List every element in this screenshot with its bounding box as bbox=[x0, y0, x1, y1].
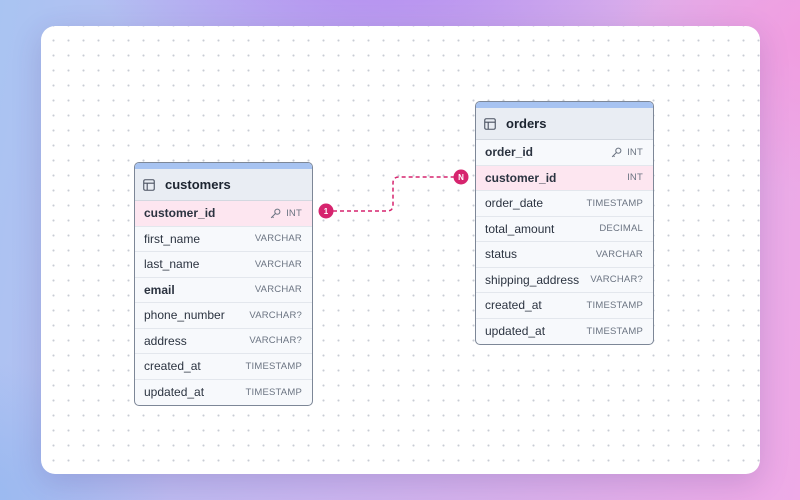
column-row-phone-number[interactable]: phone_number VARCHAR? bbox=[135, 303, 312, 329]
column-name: phone_number bbox=[144, 308, 225, 323]
column-type: VARCHAR? bbox=[590, 274, 643, 285]
table-header[interactable]: customers bbox=[135, 169, 312, 201]
column-type-label: INT bbox=[627, 146, 643, 158]
primary-key-icon bbox=[270, 208, 281, 219]
column-type-label: VARCHAR bbox=[254, 233, 302, 245]
relationship-line[interactable] bbox=[326, 176, 461, 212]
column-name: customer_id bbox=[144, 206, 216, 221]
column-type: TIMESTAMP bbox=[245, 387, 302, 398]
table-header-bar bbox=[476, 102, 653, 108]
column-type: VARCHAR? bbox=[249, 310, 302, 321]
column-type: TIMESTAMP bbox=[586, 198, 643, 209]
primary-key-icon bbox=[611, 147, 622, 158]
column-row-customer-id[interactable]: customer_id INT bbox=[135, 201, 312, 227]
column-row-shipping-address[interactable]: shipping_address VARCHAR? bbox=[476, 268, 653, 293]
column-row-first-name[interactable]: first_name VARCHAR bbox=[135, 227, 312, 252]
column-row-address[interactable]: address VARCHAR? bbox=[135, 329, 312, 354]
column-type-label: TIMESTAMP bbox=[586, 299, 643, 311]
column-name: customer_id bbox=[485, 170, 557, 185]
column-type-label: TIMESTAMP bbox=[586, 325, 643, 337]
column-type: DECIMAL bbox=[599, 223, 643, 234]
column-row-updated-at[interactable]: updated_at TIMESTAMP bbox=[476, 319, 653, 345]
table-title: customers bbox=[165, 177, 231, 192]
column-type: INT bbox=[270, 208, 302, 219]
column-type-label: VARCHAR bbox=[595, 248, 643, 260]
table-icon bbox=[143, 178, 155, 191]
column-name: updated_at bbox=[144, 385, 205, 400]
column-type-label: TIMESTAMP bbox=[586, 197, 643, 209]
column-name: shipping_address bbox=[485, 272, 580, 287]
column-type: INT bbox=[627, 172, 643, 183]
column-type: VARCHAR? bbox=[249, 335, 302, 346]
column-row-last-name[interactable]: last_name VARCHAR bbox=[135, 252, 312, 278]
table-title: orders bbox=[506, 116, 547, 131]
column-row-order-date[interactable]: order_date TIMESTAMP bbox=[476, 191, 653, 217]
column-type-label: VARCHAR? bbox=[590, 274, 643, 286]
column-name: created_at bbox=[144, 359, 201, 374]
column-type: TIMESTAMP bbox=[586, 326, 643, 337]
column-name: first_name bbox=[144, 231, 201, 246]
column-row-customer-id[interactable]: customer_id INT bbox=[476, 165, 653, 191]
column-type-label: VARCHAR bbox=[254, 284, 302, 296]
column-type-label: VARCHAR bbox=[254, 258, 302, 270]
column-type: VARCHAR bbox=[255, 284, 302, 295]
column-type: TIMESTAMP bbox=[586, 300, 643, 311]
column-type-label: TIMESTAMP bbox=[245, 386, 302, 398]
column-name: created_at bbox=[485, 298, 542, 313]
table-header-bar bbox=[135, 163, 312, 169]
column-name: total_amount bbox=[485, 221, 555, 236]
table-icon bbox=[484, 117, 496, 130]
column-type-label: VARCHAR? bbox=[249, 309, 302, 321]
column-type: INT bbox=[611, 147, 643, 158]
column-name: order_id bbox=[485, 145, 534, 160]
column-type-label: INT bbox=[627, 172, 643, 184]
column-type: TIMESTAMP bbox=[245, 361, 302, 372]
column-row-created-at[interactable]: created_at TIMESTAMP bbox=[135, 354, 312, 380]
column-name: address bbox=[144, 333, 187, 348]
column-type-label: DECIMAL bbox=[599, 223, 643, 235]
column-name: order_date bbox=[485, 196, 544, 211]
table-header[interactable]: orders bbox=[476, 108, 653, 140]
column-type: VARCHAR bbox=[255, 233, 302, 244]
column-row-updated-at[interactable]: updated_at TIMESTAMP bbox=[135, 380, 312, 406]
column-type: VARCHAR bbox=[255, 259, 302, 270]
column-row-created-at[interactable]: created_at TIMESTAMP bbox=[476, 293, 653, 319]
column-row-status[interactable]: status VARCHAR bbox=[476, 242, 653, 268]
column-name: last_name bbox=[144, 257, 200, 272]
column-row-total-amount[interactable]: total_amount DECIMAL bbox=[476, 217, 653, 242]
column-row-email[interactable]: email VARCHAR bbox=[135, 278, 312, 303]
column-row-order-id[interactable]: order_id INT bbox=[476, 140, 653, 166]
column-type-label: VARCHAR? bbox=[249, 335, 302, 347]
column-name: status bbox=[485, 247, 518, 262]
column-type-label: TIMESTAMP bbox=[245, 360, 302, 372]
column-name: email bbox=[144, 282, 175, 297]
column-type: VARCHAR bbox=[596, 249, 643, 260]
column-name: updated_at bbox=[485, 324, 546, 339]
column-type-label: INT bbox=[286, 207, 302, 219]
